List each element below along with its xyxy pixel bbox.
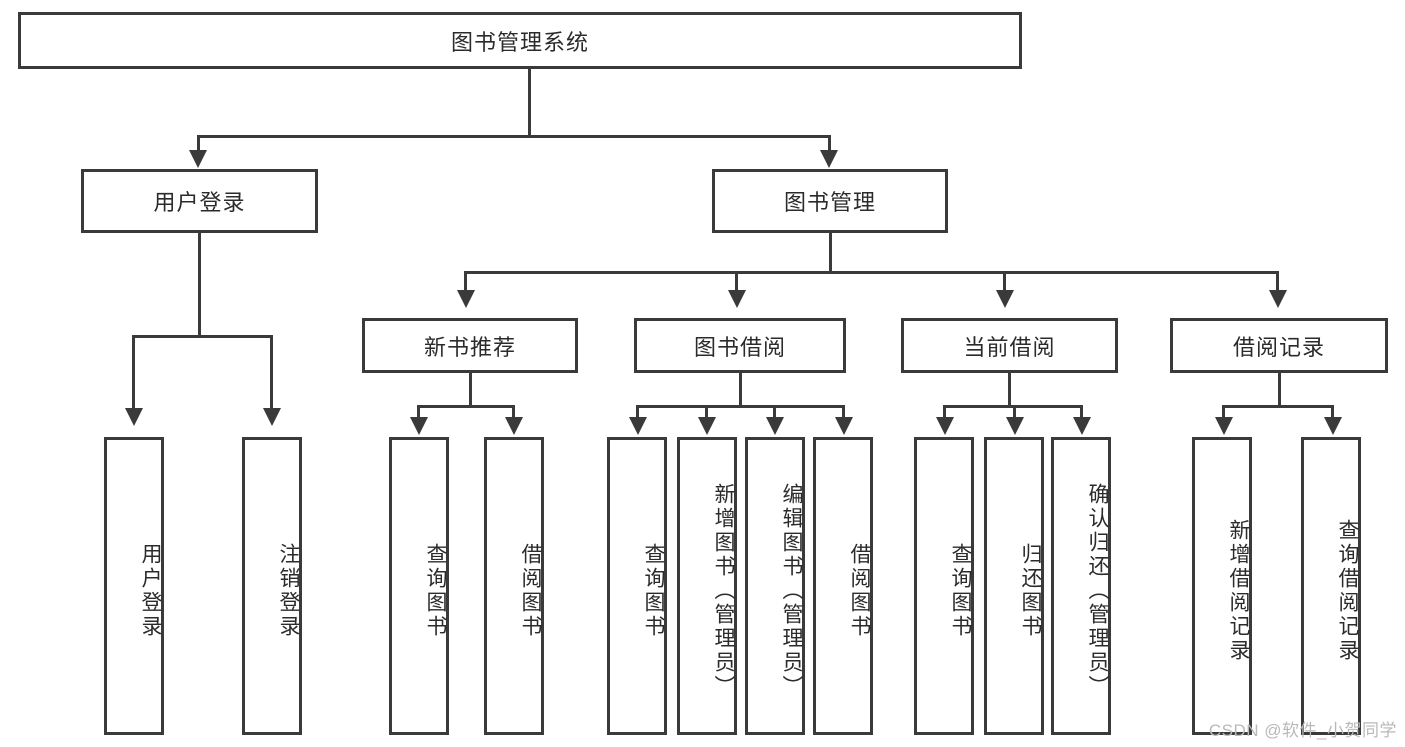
edge-root-bus <box>197 135 831 138</box>
edge-user-login-stem <box>198 233 201 337</box>
node-new-book-recommend[interactable]: 新书推荐 <box>362 318 578 373</box>
arrowhead-user-login-leaf-2 <box>263 408 281 426</box>
node-label: 新书推荐 <box>423 334 516 360</box>
leaf-label: 确认归还（管理员） <box>1086 483 1109 699</box>
leaf-label: 查询图书 <box>949 543 972 639</box>
leaf-label: 查询图书 <box>642 543 665 639</box>
leaf-label: 归还图书 <box>1019 543 1042 639</box>
leaf-label: 借阅图书 <box>519 543 542 639</box>
leaf-label: 查询借阅记录 <box>1336 519 1359 663</box>
leaf-label: 查询图书 <box>424 543 447 639</box>
arrowhead-bb-leaf-2 <box>698 417 716 435</box>
leaf-current-borrow-return-book[interactable]: 归还图书 <box>984 437 1044 735</box>
arrowhead-book-borrow <box>728 290 746 308</box>
leaf-book-borrow-borrow-book[interactable]: 借阅图书 <box>813 437 873 735</box>
edge-book-borrow-bus <box>636 405 845 408</box>
edge-root-to-user-login <box>197 135 200 153</box>
leaf-label: 新增借阅记录 <box>1227 519 1250 663</box>
edge-book-management-stem <box>829 233 832 273</box>
arrowhead-user-login-leaf-1 <box>125 408 143 426</box>
edge-borrow-record-stem <box>1278 373 1281 407</box>
node-label: 借阅记录 <box>1232 334 1325 360</box>
leaf-book-borrow-add-book-admin[interactable]: 新增图书（管理员） <box>677 437 737 735</box>
arrowhead-book-management <box>820 150 838 168</box>
arrowhead-user-login <box>189 150 207 168</box>
edge-root-to-book-management <box>828 135 831 153</box>
edge-cb-leaf-2 <box>1013 405 1016 419</box>
edge-bm-to-borrow-record <box>1276 271 1279 293</box>
edge-br-leaf-1 <box>1222 405 1225 419</box>
leaf-borrow-record-query-record[interactable]: 查询借阅记录 <box>1301 437 1361 735</box>
edge-bb-leaf-2 <box>705 405 708 419</box>
edge-nb-leaf-2 <box>512 405 515 419</box>
edge-new-book-bus <box>417 405 515 408</box>
csdn-watermark: CSDN @软件_小贺同学 <box>1208 721 1397 740</box>
arrowhead-nb-leaf-2 <box>505 417 523 435</box>
edge-cb-leaf-3 <box>1080 405 1083 419</box>
node-root-book-management-system[interactable]: 图书管理系统 <box>18 12 1022 69</box>
edge-cb-leaf-1 <box>943 405 946 419</box>
leaf-current-borrow-confirm-return-admin[interactable]: 确认归还（管理员） <box>1051 437 1111 735</box>
node-current-borrow[interactable]: 当前借阅 <box>901 318 1118 373</box>
leaf-book-borrow-edit-book-admin[interactable]: 编辑图书（管理员） <box>745 437 805 735</box>
node-label: 图书管理 <box>783 190 876 215</box>
edge-nb-leaf-1 <box>417 405 420 419</box>
edge-root-stem <box>528 69 531 137</box>
edge-current-borrow-bus <box>943 405 1082 408</box>
leaf-user-login-login[interactable]: 用户登录 <box>104 437 164 735</box>
leaf-new-book-query-book[interactable]: 查询图书 <box>389 437 449 735</box>
edge-bb-leaf-1 <box>636 405 639 419</box>
node-label: 当前借阅 <box>963 334 1056 360</box>
node-borrow-record[interactable]: 借阅记录 <box>1170 318 1388 373</box>
edge-borrow-record-bus <box>1222 405 1334 408</box>
arrowhead-bb-leaf-1 <box>629 417 647 435</box>
arrowhead-bb-leaf-3 <box>766 417 784 435</box>
leaf-new-book-borrow-book[interactable]: 借阅图书 <box>484 437 544 735</box>
arrowhead-cb-leaf-1 <box>936 417 954 435</box>
leaf-label: 新增图书（管理员） <box>712 483 735 699</box>
node-label: 图书管理系统 <box>450 29 589 55</box>
node-label: 用户登录 <box>153 190 246 215</box>
edge-book-borrow-stem <box>739 373 742 407</box>
edge-user-login-to-leaf-2 <box>270 335 273 411</box>
node-book-management[interactable]: 图书管理 <box>712 169 948 233</box>
arrowhead-current-borrow <box>996 290 1014 308</box>
node-book-borrow[interactable]: 图书借阅 <box>634 318 846 373</box>
arrowhead-cb-leaf-3 <box>1073 417 1091 435</box>
edge-book-management-bus <box>464 271 1279 274</box>
arrowhead-new-book-recommend <box>457 290 475 308</box>
edge-bm-to-book-borrow <box>735 271 738 293</box>
leaf-book-borrow-query-book[interactable]: 查询图书 <box>607 437 667 735</box>
edge-new-book-stem <box>469 373 472 407</box>
leaf-current-borrow-query-book[interactable]: 查询图书 <box>914 437 974 735</box>
node-user-login[interactable]: 用户登录 <box>81 169 318 233</box>
arrowhead-nb-leaf-1 <box>410 417 428 435</box>
arrowhead-cb-leaf-2 <box>1006 417 1024 435</box>
edge-bb-leaf-3 <box>773 405 776 419</box>
leaf-label: 借阅图书 <box>848 543 871 639</box>
edge-user-login-bus <box>132 335 270 338</box>
leaf-label: 编辑图书（管理员） <box>780 483 803 699</box>
arrowhead-br-leaf-2 <box>1324 417 1342 435</box>
leaf-label: 注销登录 <box>277 543 300 639</box>
arrowhead-borrow-record <box>1269 290 1287 308</box>
edge-user-login-to-leaf-1 <box>132 335 135 411</box>
edge-br-leaf-2 <box>1331 405 1334 419</box>
edge-bm-to-current-borrow <box>1003 271 1006 293</box>
edge-bm-to-new-book <box>464 271 467 293</box>
leaf-label: 用户登录 <box>139 543 162 639</box>
leaf-user-login-logout[interactable]: 注销登录 <box>242 437 302 735</box>
arrowhead-br-leaf-1 <box>1215 417 1233 435</box>
edge-current-borrow-stem <box>1008 373 1011 407</box>
node-label: 图书借阅 <box>693 334 786 360</box>
arrowhead-bb-leaf-4 <box>835 417 853 435</box>
leaf-borrow-record-add-record[interactable]: 新增借阅记录 <box>1192 437 1252 735</box>
edge-bb-leaf-4 <box>842 405 845 419</box>
